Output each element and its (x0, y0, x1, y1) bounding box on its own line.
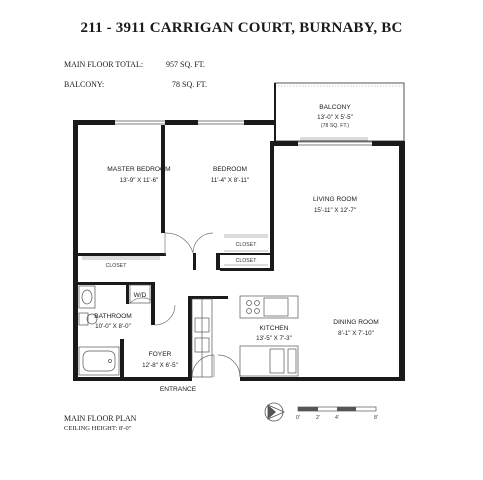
bathroom-label: BATHROOM (94, 313, 132, 320)
living-room-label: LIVING ROOM (313, 196, 357, 203)
main-floor-plan-label: MAIN FLOOR PLAN (64, 414, 137, 423)
balcony-area-label: BALCONY: (64, 80, 105, 89)
kitchen-dims: 13'-5" X 7'-3" (256, 335, 292, 342)
kitchen-fixtures (191, 295, 299, 378)
bathroom-fixtures (78, 284, 151, 376)
master-bedroom-dims: 13'-9" X 11'-6" (120, 177, 159, 184)
sliding-doors (300, 137, 368, 141)
windows (115, 120, 372, 146)
scale-tick-2: 2' (316, 415, 320, 421)
bedroom-label: BEDROOM (213, 166, 247, 173)
closet-rods (82, 234, 268, 266)
dining-room-label: DINING ROOM (333, 319, 378, 326)
closet-label-bedroom: CLOSET (236, 242, 258, 248)
scale-bar: 0' 2' 4' 8' (296, 406, 378, 421)
scale-tick-0: 0' (296, 415, 300, 421)
main-floor-total-label: MAIN FLOOR TOTAL: (64, 60, 144, 69)
plan-title: 211 - 3911 CARRIGAN COURT, BURNABY, BC (80, 20, 403, 36)
scale-tick-4: 4' (335, 415, 339, 421)
scale-tick-8: 8' (374, 415, 378, 421)
balcony-area-note: (78 SQ. FT.) (321, 123, 350, 129)
balcony-dims: 13'-0" X 5'-5" (317, 114, 353, 121)
foyer-dims: 12'-8" X 6'-5" (142, 362, 178, 369)
foyer-label: FOYER (149, 351, 172, 358)
bathroom-dims: 10'-0" X 8'-0" (95, 323, 131, 330)
kitchen-label: KITCHEN (260, 325, 289, 332)
closet-label-master: CLOSET (106, 263, 128, 269)
interior-walls (78, 125, 274, 381)
bedroom-dims: 11'-4" X 8'-11" (211, 177, 249, 184)
main-floor-total-value: 957 SQ. FT. (166, 60, 205, 69)
dining-room-dims: 8'-1" X 7'-10" (338, 330, 374, 337)
washer-dryer-label: W/D (134, 292, 147, 299)
entrance-label: ENTRANCE (160, 386, 197, 393)
closet-label-hall: CLOSET (236, 258, 258, 264)
north-arrow-icon (264, 402, 285, 422)
balcony-label: BALCONY (319, 104, 351, 111)
master-bedroom-label: MASTER BEDROOM (107, 166, 170, 173)
balcony-outline (274, 82, 405, 142)
ceiling-height-label: CEILING HEIGHT: 8'-0" (64, 425, 132, 432)
living-room-dims: 15'-11" X 12'-7" (314, 207, 356, 214)
balcony-area-value: 78 SQ. FT. (172, 80, 207, 89)
exterior-walls (73, 120, 405, 381)
